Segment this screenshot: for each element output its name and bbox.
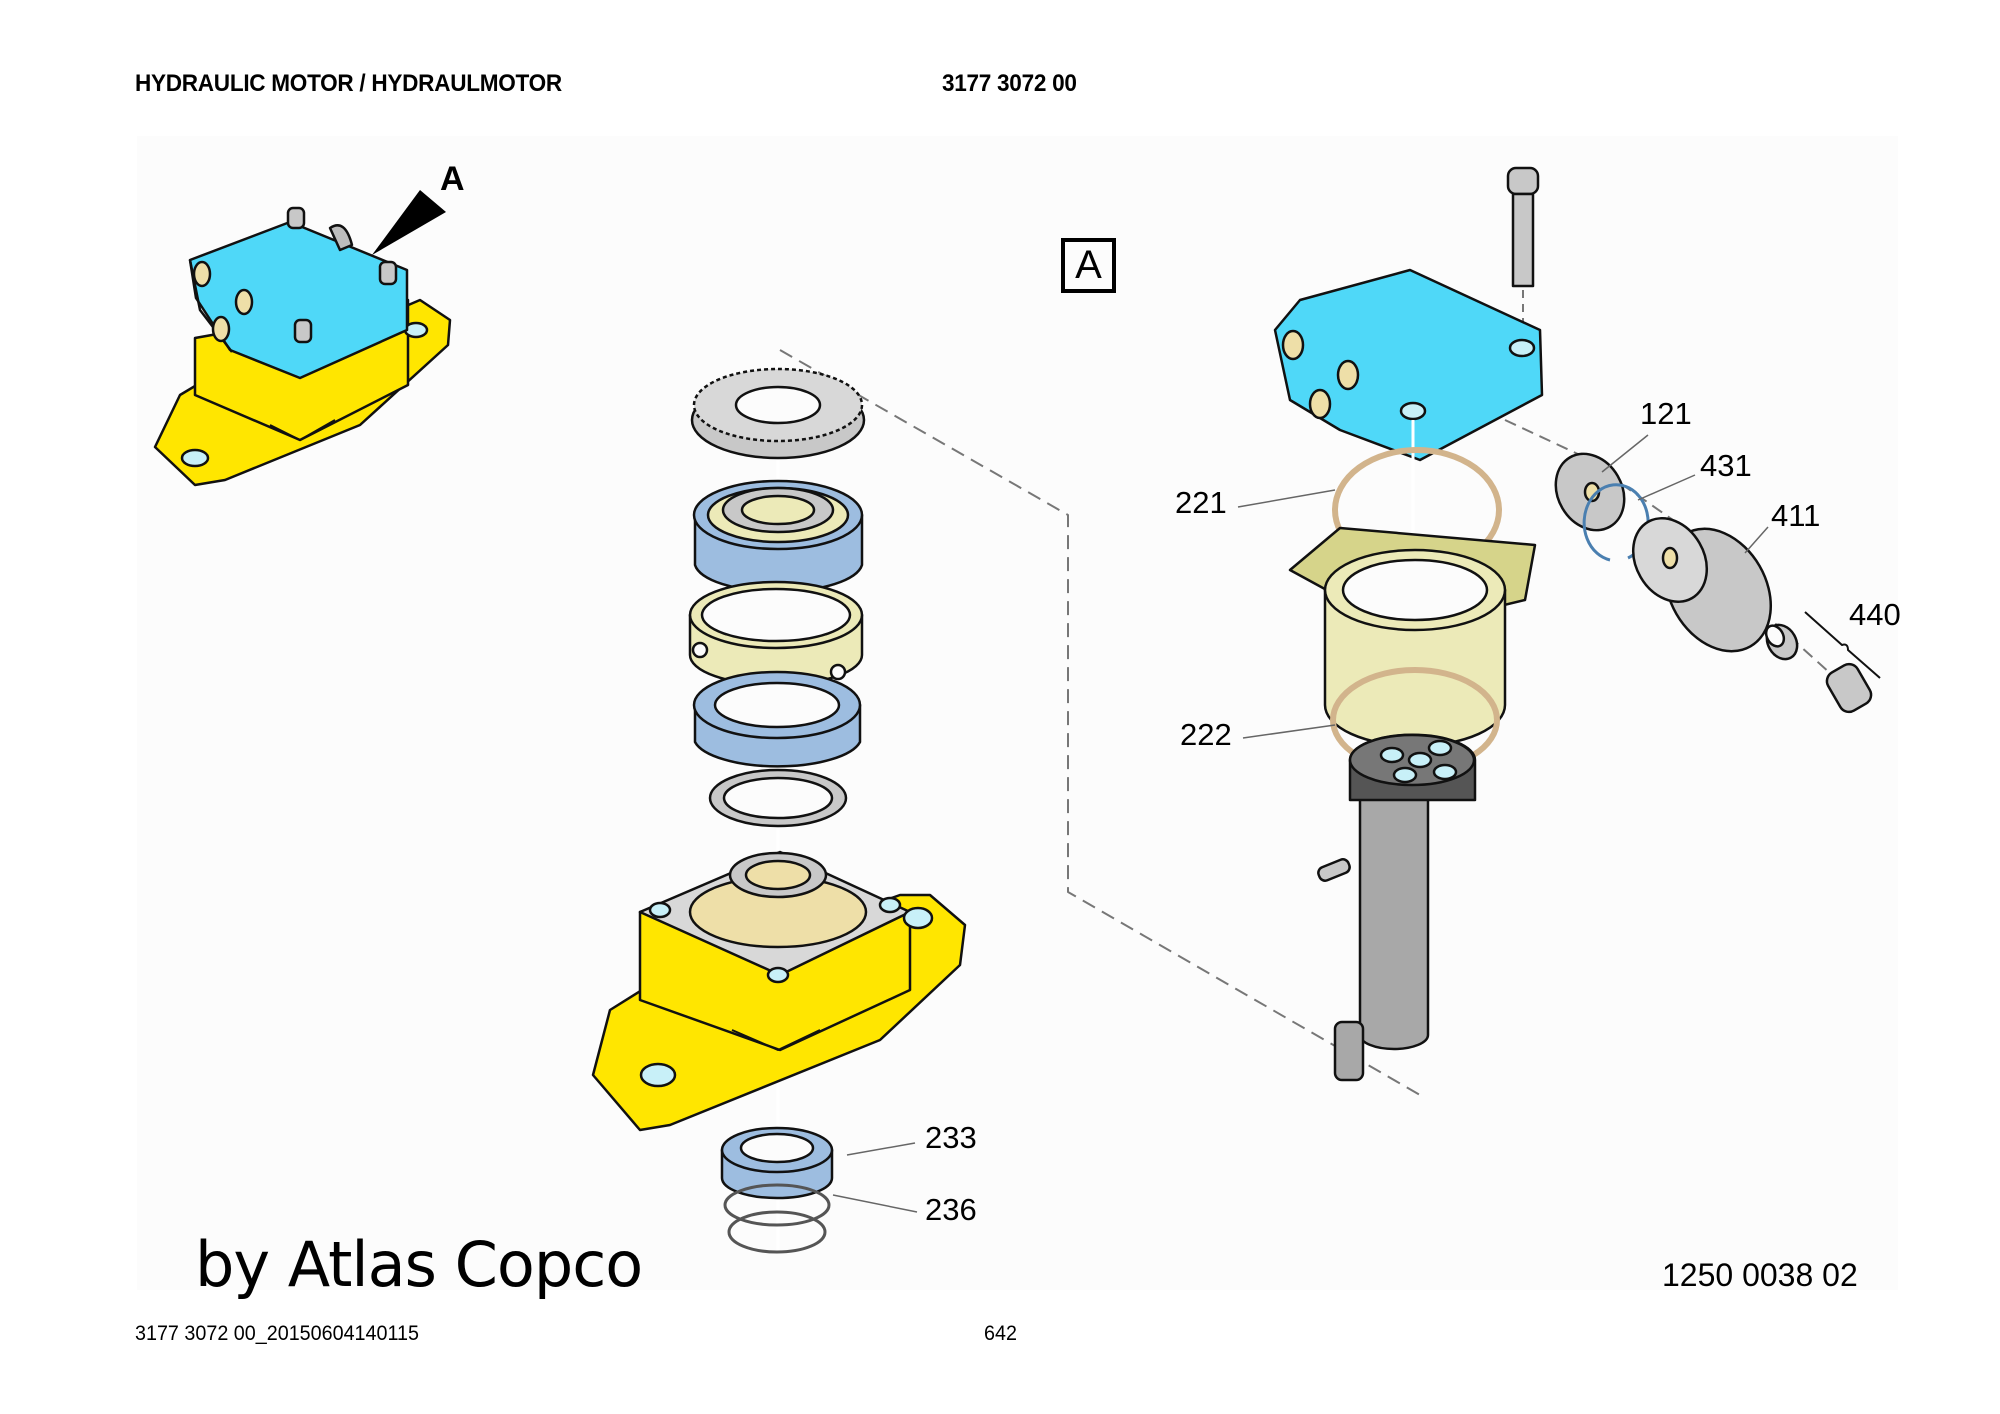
valve-assembly-440 (1764, 623, 1873, 714)
footer-document-id: 3177 3072 00_20150604140115 (135, 1322, 419, 1345)
bevel-gear (690, 367, 866, 460)
bearing-233 (720, 1126, 834, 1200)
gear-rotor-411 (1631, 517, 1773, 653)
page-title: HYDRAULIC MOTOR / HYDRAULMOTOR (135, 70, 562, 97)
callout-121: 121 (1640, 396, 1692, 431)
callout-arrow (372, 190, 446, 255)
callout-431: 431 (1700, 448, 1752, 483)
spacer-sleeve (688, 580, 864, 687)
pin (1317, 858, 1351, 882)
valve-plate-121 (1554, 452, 1626, 532)
overview-callout-a: A (440, 160, 465, 198)
key (1333, 1020, 1365, 1082)
detail-view-label-a: A (1061, 238, 1116, 293)
callout-411: 411 (1771, 498, 1821, 533)
threaded-sleeve (1323, 548, 1507, 748)
part-number: 3177 3072 00 (942, 70, 1077, 97)
overview-motor-housing (188, 220, 409, 380)
base-housing (591, 850, 967, 1132)
callout-236: 236 (925, 1192, 977, 1227)
bearing-lower (692, 670, 862, 768)
watermark: by Atlas Copco (195, 1228, 643, 1301)
overview-assembly (153, 206, 452, 487)
lock-washer (708, 768, 848, 828)
drawing-number: 1250 0038 02 (1662, 1257, 1858, 1293)
callout-233: 233 (925, 1120, 977, 1155)
cap-screw (1506, 166, 1540, 288)
center-exploded-stack (591, 349, 1421, 1254)
rotor-shaft (1348, 733, 1477, 1051)
page-number: 642 (984, 1322, 1017, 1345)
callout-440: 440 (1849, 597, 1901, 632)
bearing-upper (692, 479, 864, 593)
callout-221: 221 (1175, 485, 1227, 520)
motor-housing (1273, 268, 1544, 462)
detail-view-a (1237, 166, 1881, 1082)
circlip-236 (723, 1183, 831, 1254)
callout-222: 222 (1180, 717, 1232, 752)
